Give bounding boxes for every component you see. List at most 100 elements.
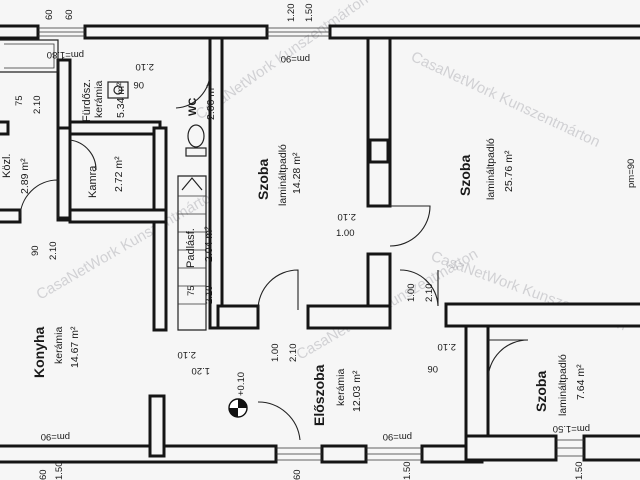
- wall-mid-bottom-left: [216, 304, 260, 330]
- wall-kamra-bottom: [0, 208, 22, 224]
- room-area-konyha: 14.67 m²: [69, 326, 81, 368]
- dimension-labels: 60 60 1.20 1.50 pm=90 pm=1.80 2.10 06 75…: [14, 4, 637, 480]
- dim-label: 1.00: [336, 228, 355, 239]
- room-area-kozl: 2.89 m²: [19, 158, 31, 194]
- dim-label: 2.10: [338, 211, 357, 222]
- wall-wc: [208, 36, 224, 330]
- dim-label: pm=1.50: [553, 423, 590, 434]
- dim-label: +0.10: [236, 372, 247, 396]
- dim-label: 60: [292, 469, 303, 480]
- wall-kamra-right: [152, 126, 168, 332]
- dim-label: 60: [44, 9, 55, 20]
- room-area-kamra: 2.72 m²: [113, 156, 125, 192]
- dim-label: 1.50: [54, 462, 65, 480]
- door-kozl: [19, 179, 59, 219]
- room-name-furdoszoba: Fürdősz.: [81, 79, 93, 122]
- wall-kamra-left: [56, 126, 72, 220]
- stairs: [177, 175, 207, 331]
- door-eloszoba: [257, 269, 299, 311]
- dim-label: 75: [14, 95, 25, 106]
- dim-label: 60: [38, 469, 49, 480]
- dim-label: pm=90: [383, 431, 412, 442]
- dim-label: pm=1.80: [47, 49, 84, 60]
- window-top-1: [38, 27, 85, 37]
- dim-label: 1.00: [270, 344, 281, 363]
- doors: [19, 71, 529, 441]
- dim-label: pm=90: [626, 159, 637, 188]
- wall-bath-bottom: [68, 120, 162, 136]
- wall-szoba-divider: [366, 36, 392, 208]
- dim-label: 1.00: [406, 284, 417, 303]
- room-floor-szoba-small: lamináltpadló: [557, 354, 569, 416]
- dim-label: 1.50: [402, 462, 413, 480]
- bathtub-inner-icon: [4, 43, 55, 69]
- room-floor-furdoszoba: kerámia: [93, 80, 105, 118]
- dim-label: 2.10: [204, 286, 215, 305]
- wall-bottom-left: [0, 444, 278, 464]
- dim-label: 2.10: [424, 284, 435, 303]
- window-top-2: [267, 27, 330, 37]
- door-small: [487, 339, 529, 381]
- dim-label: 1.20: [192, 365, 211, 376]
- window-bottom-1: [276, 447, 322, 461]
- stair-steps: [178, 195, 206, 305]
- dim-label: 60: [64, 9, 75, 20]
- wall-top-left: [0, 24, 40, 40]
- stair-arrow: [181, 177, 203, 191]
- wall-bottom-right: [582, 434, 640, 462]
- wall-right-bottom: [444, 302, 640, 328]
- wall-bottom-right-stub: [464, 434, 558, 462]
- wall-top-right: [328, 24, 640, 40]
- windows: [38, 27, 584, 461]
- room-area-eloszoba: 12.03 m²: [351, 370, 363, 412]
- level-marker-icon: [228, 398, 248, 418]
- dim-label: 2.10: [32, 96, 43, 115]
- dim-label: 2.10: [136, 61, 155, 72]
- sink-icon: [107, 81, 129, 99]
- wall-left-stub: [0, 120, 10, 136]
- dim-label: 2.10: [48, 242, 59, 261]
- dim-label: 1.50: [574, 462, 585, 480]
- room-floor-szoba-right: lamináltpadló: [485, 138, 497, 200]
- room-floor-szoba-mid: lamináltpadló: [277, 144, 289, 206]
- wall-mid-bottom-right: [306, 304, 392, 330]
- door-szoba-right: [399, 269, 439, 307]
- dim-label: 2.10: [178, 349, 197, 360]
- room-area-szoba-right: 25.76 m²: [503, 150, 515, 192]
- stair-outline: [177, 175, 207, 331]
- room-labels: Fürdősz. kerámia 5.34 m² WC 2.00 m² Közl…: [1, 79, 587, 426]
- room-floor-konyha: kerámia: [53, 326, 65, 364]
- dim-label: 2.10: [438, 341, 457, 352]
- room-name-konyha: Konyha: [31, 326, 47, 378]
- door-entry: [257, 401, 301, 441]
- wall-bottom-mid: [320, 444, 368, 464]
- wall-kamra-bottom2: [68, 208, 168, 224]
- room-area-furdoszoba: 5.34 m²: [115, 82, 127, 118]
- room-area-szoba-small: 7.64 m²: [575, 364, 587, 400]
- room-name-kozl: Közl.: [1, 154, 13, 178]
- dim-label: 06: [427, 363, 438, 374]
- room-area-szoba-mid: 14.28 m²: [291, 152, 303, 194]
- room-name-padlasf: Padlásf.: [185, 228, 197, 268]
- wall-bottom-stub: [148, 394, 166, 458]
- window-bottom-2: [366, 447, 422, 461]
- bathtub-icon: [0, 39, 59, 73]
- door-wc: [175, 71, 211, 109]
- wall-top-mid: [83, 24, 269, 40]
- room-floor-eloszoba: kerámia: [335, 368, 347, 406]
- room-name-eloszoba: Előszoba: [311, 364, 327, 426]
- dim-label: 90: [30, 245, 41, 256]
- room-name-szoba-right: Szoba: [457, 155, 473, 196]
- dim-label: 06: [133, 79, 144, 90]
- room-name-wc: WC: [187, 98, 199, 116]
- toilet-icon: [185, 124, 207, 157]
- dim-label: 1.50: [304, 4, 315, 23]
- dim-label: 1.20: [286, 4, 297, 23]
- dim-label: pm=90: [281, 53, 310, 64]
- room-name-szoba-mid: Szoba: [255, 159, 271, 200]
- window-bottom-3: [556, 439, 584, 457]
- door-kamra: [69, 139, 97, 171]
- room-area-wc: 2.00 m²: [205, 84, 217, 120]
